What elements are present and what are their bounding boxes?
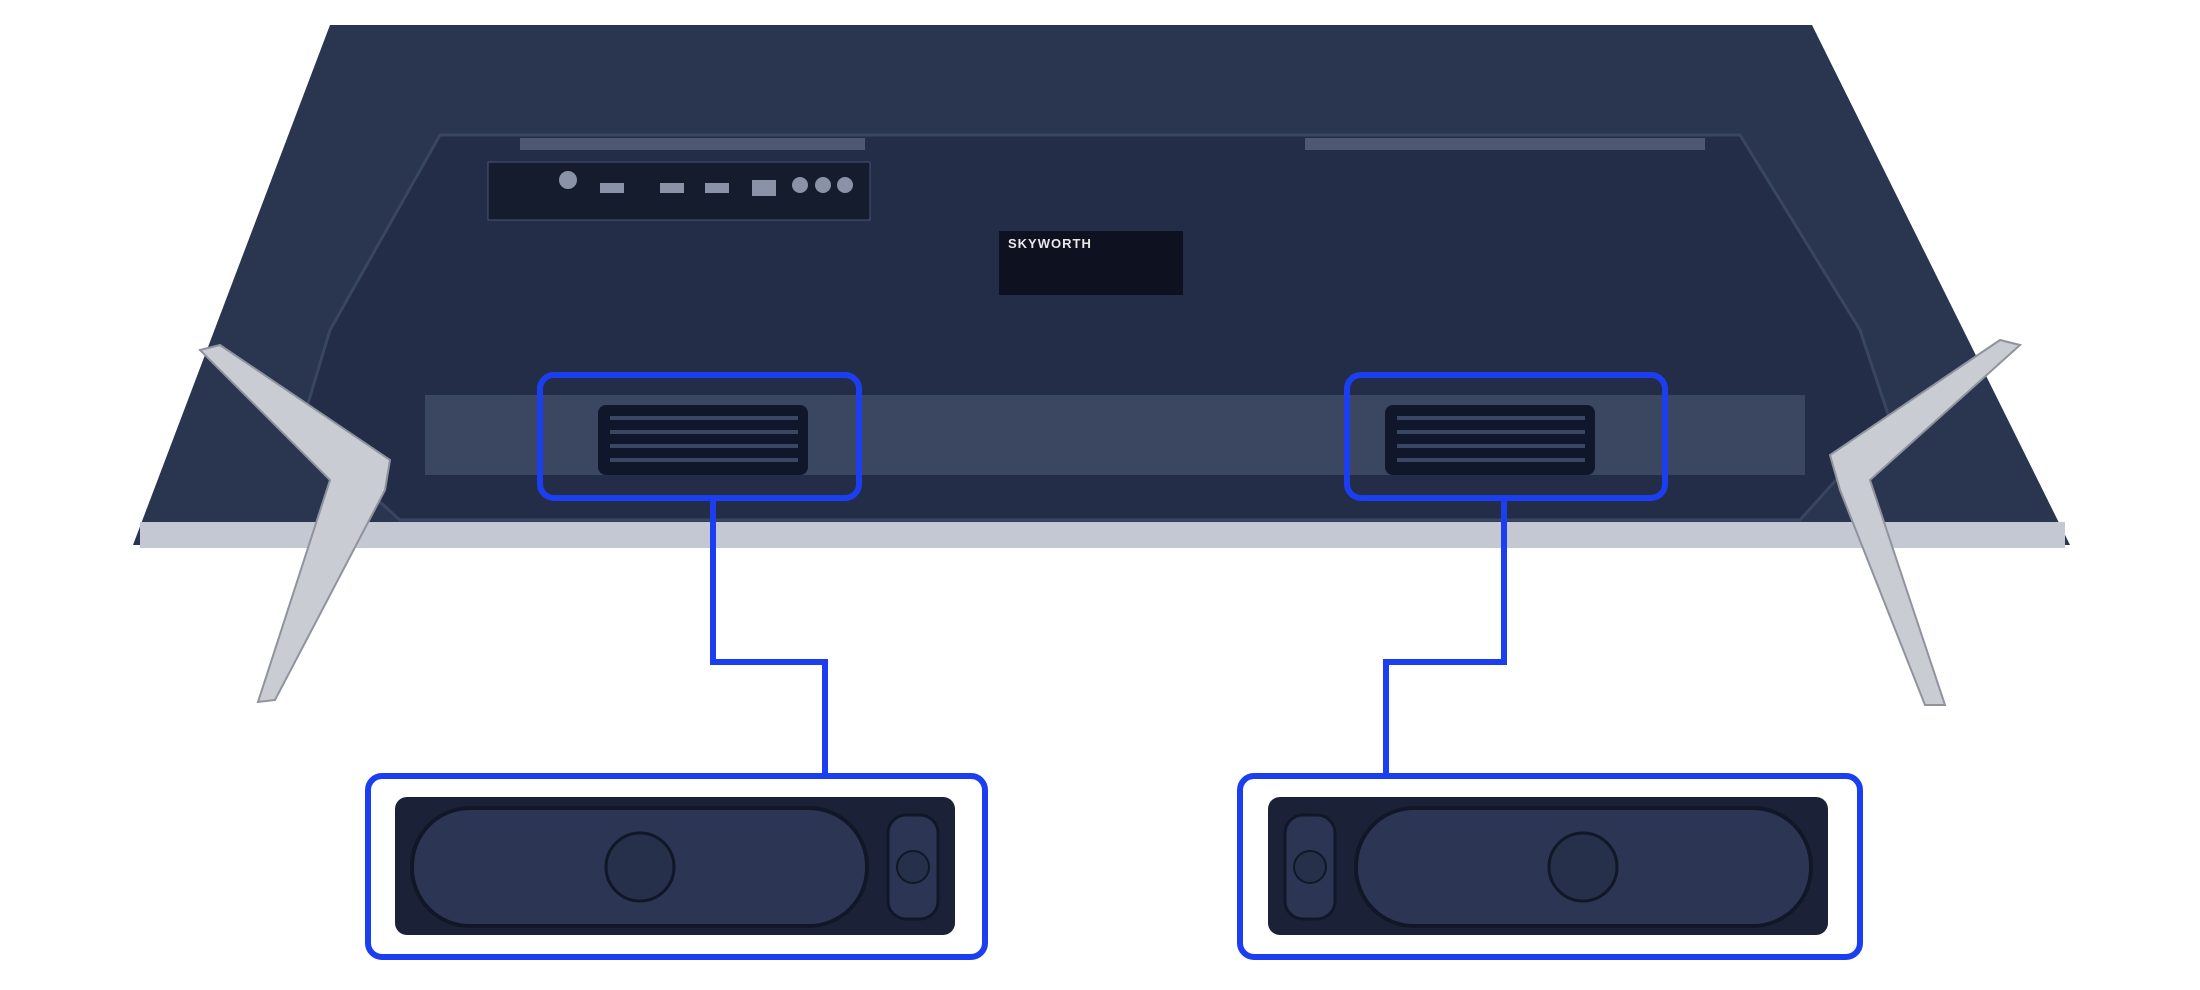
bottom-bezel xyxy=(140,522,2065,548)
speaker-right xyxy=(1268,797,1828,935)
tv-speaker-grille-left xyxy=(598,405,808,475)
callout-box-left xyxy=(537,372,862,501)
ports xyxy=(559,171,853,196)
brand-label: SKYWORTH xyxy=(1008,236,1092,251)
tv-speaker-grille-right xyxy=(1385,405,1595,475)
right-stand xyxy=(1828,338,2023,706)
left-stand xyxy=(198,343,392,704)
speaker-box-left xyxy=(365,773,988,960)
rating-label xyxy=(999,231,1183,295)
callouts xyxy=(365,372,1863,960)
connector-left xyxy=(710,498,828,779)
speaker-box-right xyxy=(1237,773,1863,960)
speaker-left xyxy=(395,797,955,935)
connector-right xyxy=(1383,498,1507,779)
